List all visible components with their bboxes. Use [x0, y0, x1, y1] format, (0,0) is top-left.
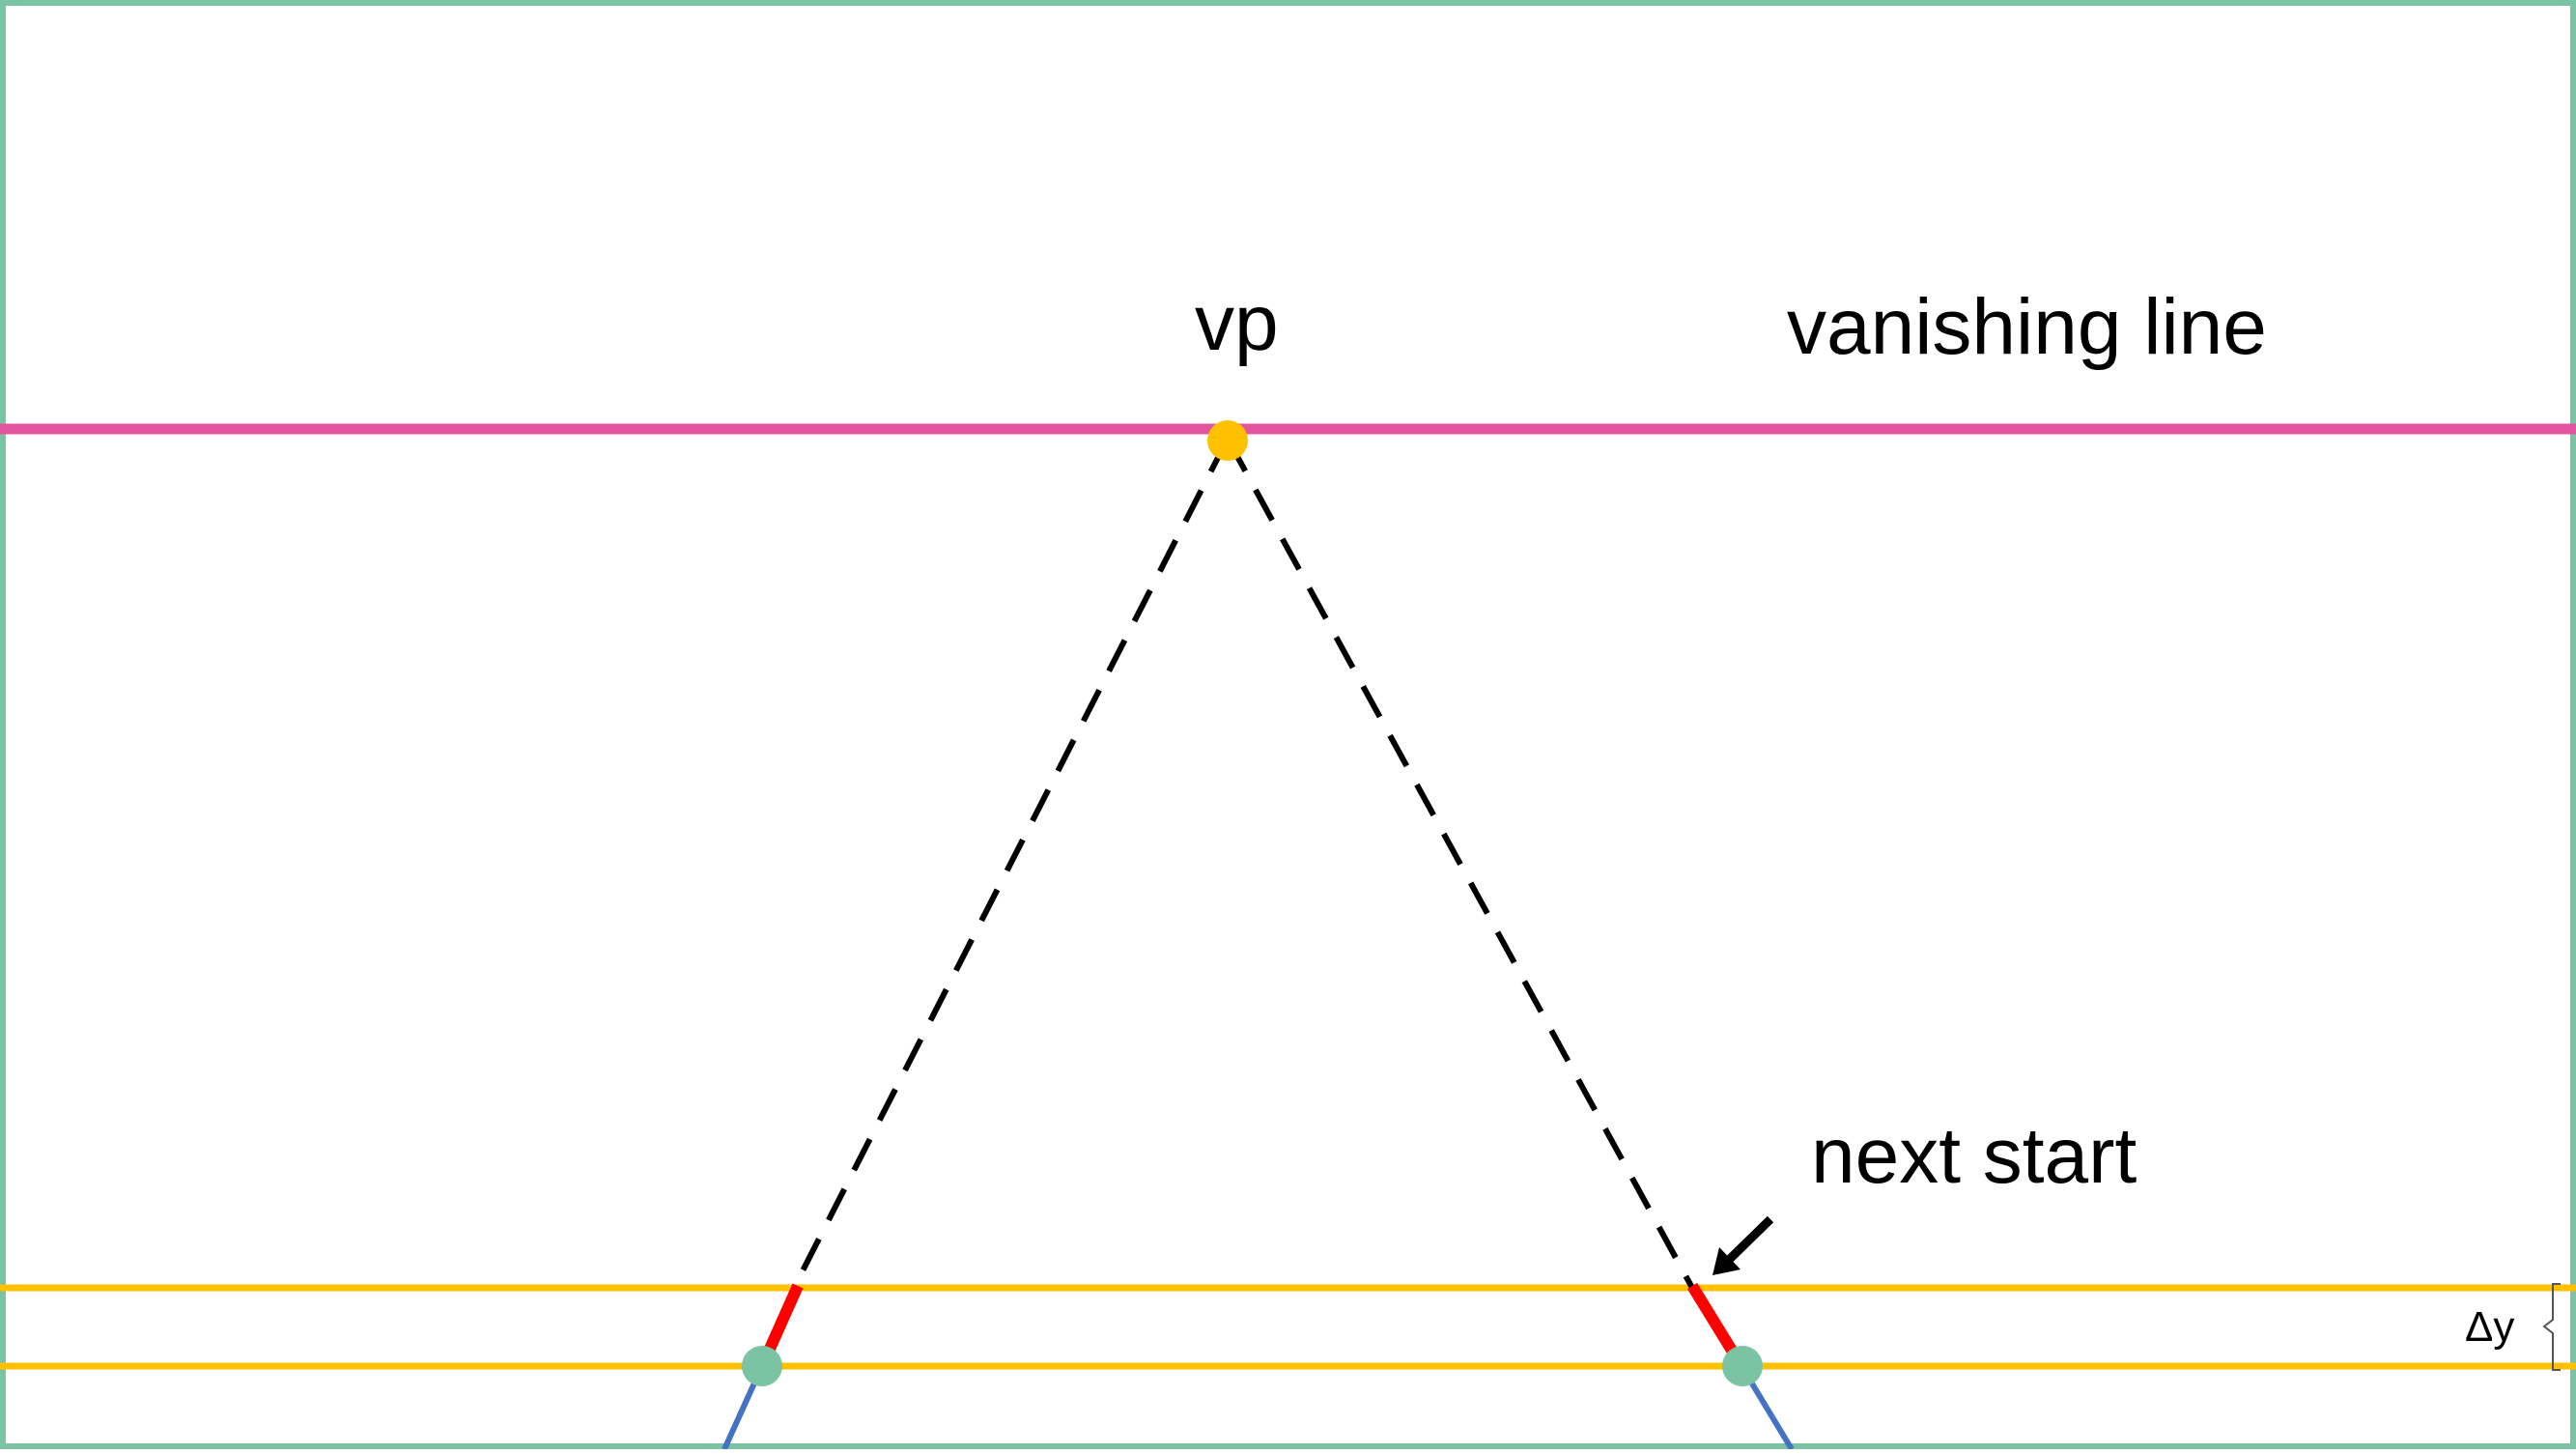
next-start-label: next start	[1811, 1112, 2137, 1200]
left-dashed-ray	[791, 439, 1230, 1290]
next-start-arrowhead	[1713, 1247, 1741, 1275]
vanishing-point	[1207, 420, 1248, 461]
vanishing-line-label: vanishing line	[1787, 283, 2267, 371]
next-start-arrow-shaft	[1725, 1215, 1774, 1264]
right-start-point	[1722, 1346, 1763, 1386]
left-start-point	[742, 1346, 782, 1386]
delta-y-label: Δy	[2465, 1303, 2514, 1351]
delta-y-bracket	[2542, 1283, 2561, 1371]
right-dashed-ray	[1226, 439, 1695, 1290]
vp-label: vp	[1195, 279, 1279, 367]
